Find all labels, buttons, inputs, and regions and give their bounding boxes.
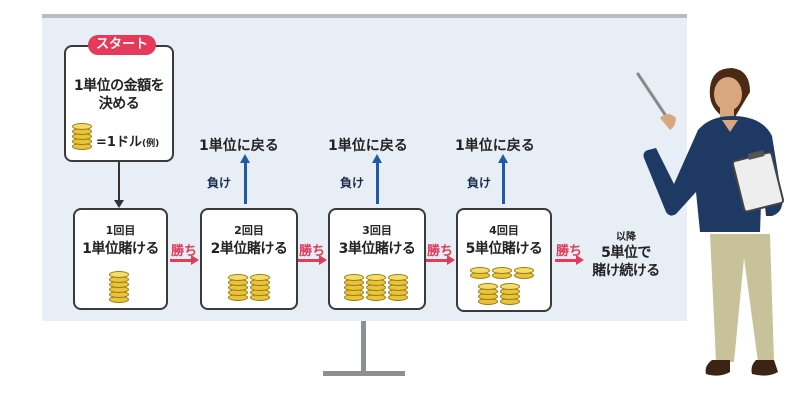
- start-line1: 1単位の金額を: [73, 78, 165, 94]
- step-3-round: 3回目: [362, 224, 392, 237]
- win-arrow-1: [170, 255, 199, 265]
- back-label-2: 1単位に戻る: [199, 138, 279, 154]
- start-line2: 決める: [98, 96, 140, 112]
- back-label-4: 1単位に戻る: [455, 138, 535, 154]
- win-label-3: 勝ち: [427, 244, 454, 259]
- presenter-illustration: [636, 68, 785, 376]
- lose-arrow-2: [240, 154, 250, 204]
- start-example-note: (例): [141, 139, 160, 149]
- step-card-4: 4回目 5単位賭ける: [456, 208, 552, 312]
- win-arrow-2: [298, 255, 327, 265]
- step-4-bet: 5単位賭ける: [465, 241, 543, 257]
- step-1-bet: 1単位賭ける: [82, 241, 159, 257]
- step-card-3: 3回目 3単位賭ける: [328, 208, 426, 310]
- lose-arrow-4: [498, 154, 508, 204]
- step-4-round: 4回目: [489, 224, 519, 237]
- start-card: スタート 1単位の金額を 決める =1ドル(例): [64, 35, 174, 162]
- lose-label-4: 負け: [467, 176, 492, 190]
- coin-icon: [72, 123, 94, 153]
- step-card-1: 1回目 1単位賭ける: [73, 208, 168, 310]
- lose-arrow-3: [372, 154, 382, 204]
- start-down-arrow: [114, 162, 124, 208]
- step-1-round: 1回目: [105, 224, 136, 237]
- step-card-2: 2回目 2単位賭ける: [200, 208, 298, 310]
- step-3-bet: 3単位賭ける: [338, 241, 416, 257]
- board-stand-pole: [361, 321, 366, 373]
- board-stand-base: [323, 371, 405, 376]
- step-2-round: 2回目: [234, 224, 264, 237]
- lose-label-2: 負け: [207, 176, 232, 190]
- after-small-label: 以降: [616, 232, 636, 243]
- win-arrow-3: [426, 255, 455, 265]
- win-label-2: 勝ち: [299, 244, 326, 259]
- start-badge: スタート: [88, 35, 156, 55]
- coin-stack-icon: [109, 271, 131, 304]
- win-label-4: 勝ち: [556, 244, 583, 259]
- win-arrow-4: [555, 255, 584, 265]
- step-2-bet: 2単位賭ける: [210, 241, 288, 257]
- coin-stack-icon: [470, 262, 540, 308]
- back-label-3: 1単位に戻る: [328, 138, 408, 154]
- coin-stack-icon: [228, 268, 274, 304]
- after-line1: 5単位で: [601, 245, 651, 261]
- win-label-1: 勝ち: [171, 244, 198, 259]
- after-line2: 賭け続ける: [592, 263, 660, 279]
- start-example: =1ドル: [96, 135, 142, 150]
- lose-label-3: 負け: [340, 176, 365, 190]
- coin-stack-icon: [344, 268, 412, 304]
